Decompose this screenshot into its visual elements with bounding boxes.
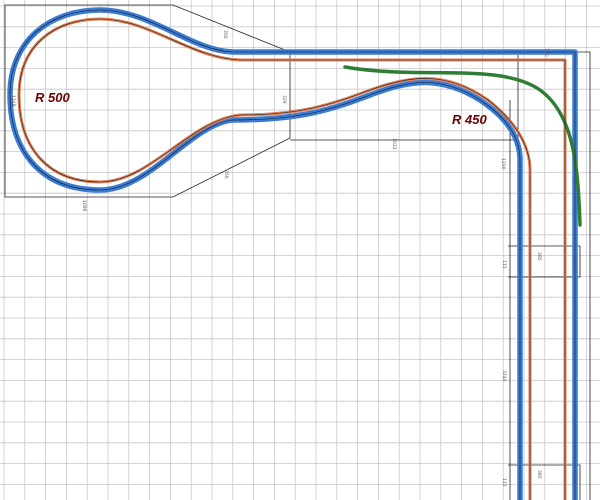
rail-outer-loop: [9, 9, 576, 500]
inner-track: [17, 17, 567, 500]
dimension-labels: 356 329 720 1096 1032 1220 356 1248 115 …: [10, 30, 577, 487]
dim-label: 1248: [10, 95, 16, 107]
baseboard-module-top: [508, 245, 581, 278]
dim-label: 1032: [391, 138, 397, 150]
dim-label: 115: [501, 478, 507, 487]
rail-inner-center: [239, 78, 531, 500]
outer-track: [7, 7, 578, 500]
dim-label: 385: [536, 470, 542, 479]
radius-label-corner: R 450: [452, 112, 487, 127]
outer-track-loop: [7, 7, 578, 500]
rails: [9, 9, 576, 500]
green-siding: [343, 65, 582, 227]
siding-track: [343, 65, 582, 227]
dim-label: 385: [536, 252, 542, 261]
dim-label: 115: [501, 260, 507, 269]
baseboard-module-bottom: [508, 464, 581, 500]
dim-label: 329: [281, 95, 287, 104]
dim-label: 356: [222, 30, 228, 39]
rail-inner-loop: [18, 18, 566, 500]
baseboard-outlines: [4, 4, 591, 500]
dim-label: 115: [571, 258, 577, 267]
rail-outer-center: [231, 82, 521, 500]
dim-label: 115: [571, 476, 577, 485]
baseboard-loop: [4, 4, 291, 198]
dim-label: 720: [543, 48, 549, 57]
dim-label: 356: [223, 170, 229, 179]
radius-label-loop: R 500: [35, 90, 70, 105]
dim-label: 1220: [500, 158, 506, 170]
dim-label: 1096: [81, 200, 87, 212]
dim-label: 3240: [501, 370, 507, 382]
inner-track-loop: [17, 17, 567, 500]
